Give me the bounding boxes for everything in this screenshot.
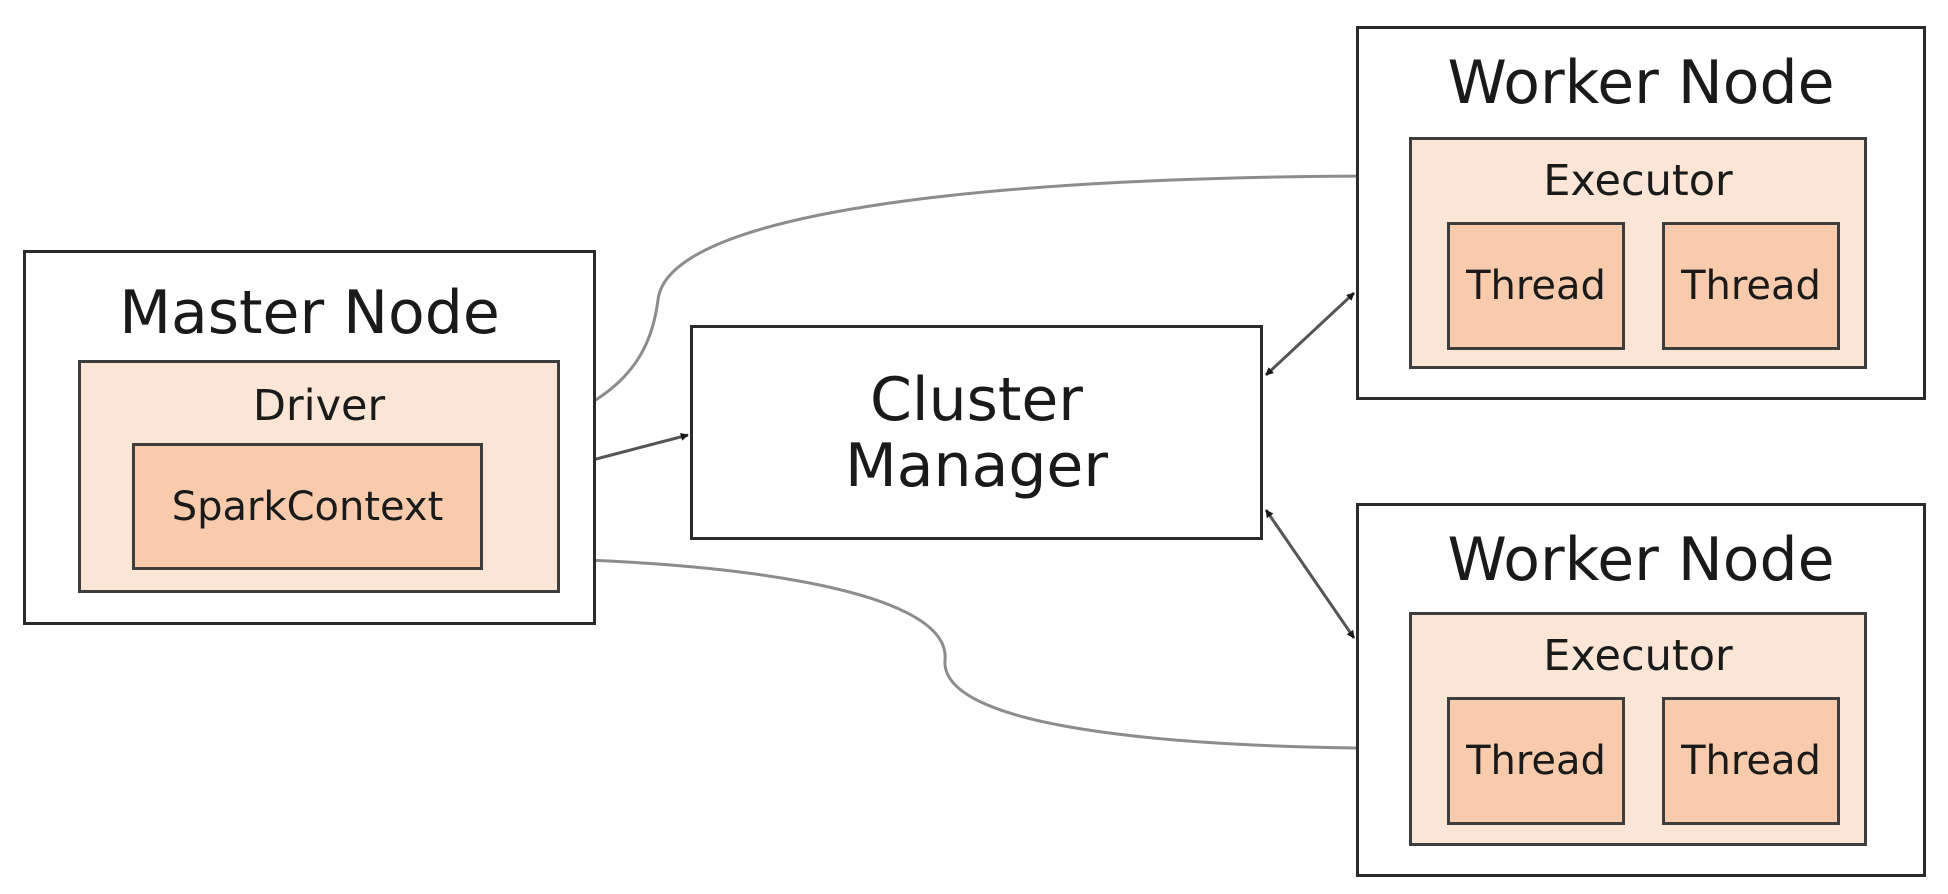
- driver-box: Driver SparkContext: [78, 360, 560, 593]
- executor-box: Executor Thread Thread: [1409, 612, 1867, 846]
- cluster-manager-label-line1: Cluster: [870, 364, 1083, 435]
- cluster-manager: Cluster Manager: [690, 325, 1263, 540]
- thread-label: Thread: [1681, 263, 1821, 309]
- executor-title: Executor: [1543, 156, 1733, 206]
- driver-title: Driver: [252, 381, 386, 431]
- curve-driver-to-worker1-executor: [485, 171, 1413, 446]
- master-node: Master Node Driver SparkContext: [23, 250, 596, 625]
- arrow-cluster-worker1: [1264, 291, 1356, 377]
- thread-box: Thread: [1662, 697, 1840, 825]
- thread-box: Thread: [1447, 222, 1625, 350]
- worker-node: Worker Node Executor Thread Thread: [1356, 26, 1926, 400]
- executor-box: Executor Thread Thread: [1409, 137, 1867, 369]
- executor-title: Executor: [1543, 631, 1733, 681]
- curve-worker2-to-driver: [485, 554, 1357, 750]
- arrow-cluster-worker2: [1264, 509, 1356, 639]
- master-node-title: Master Node: [119, 278, 500, 348]
- thread-box: Thread: [1662, 222, 1840, 350]
- thread-label: Thread: [1681, 738, 1821, 784]
- thread-box: Thread: [1447, 697, 1625, 825]
- worker-node: Worker Node Executor Thread Thread: [1356, 503, 1926, 877]
- worker-node-title: Worker Node: [1447, 48, 1835, 118]
- worker-node-title: Worker Node: [1447, 525, 1835, 595]
- sparkcontext-label: SparkContext: [171, 483, 444, 530]
- sparkcontext-box: SparkContext: [132, 443, 483, 570]
- cluster-manager-label-line2: Manager: [845, 430, 1108, 501]
- thread-label: Thread: [1466, 738, 1606, 784]
- thread-label: Thread: [1466, 263, 1606, 309]
